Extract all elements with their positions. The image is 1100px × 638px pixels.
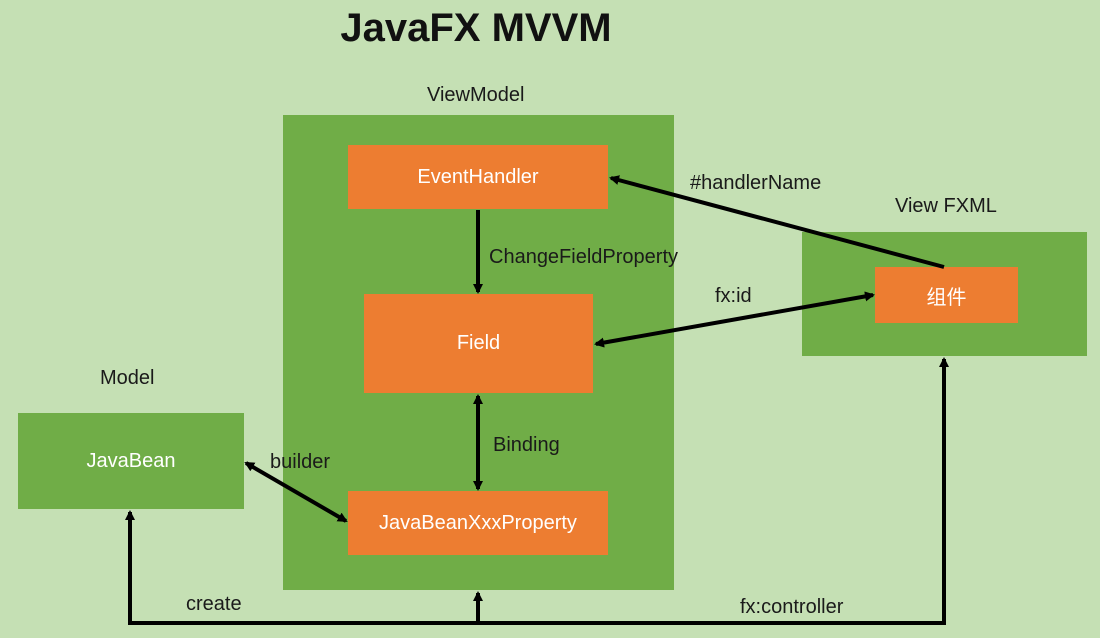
property-label: JavaBeanXxxProperty (379, 511, 577, 534)
event-handler-node: EventHandler (348, 145, 608, 209)
model-label: Model (100, 367, 155, 389)
property-node: JavaBeanXxxProperty (348, 491, 608, 555)
fx-controller-label: fx:controller (740, 596, 844, 618)
viewmodel-label: ViewModel (427, 84, 525, 106)
fx-id-arrow (594, 291, 875, 348)
field-label: Field (456, 332, 501, 354)
view-label: View FXML (895, 195, 997, 217)
diagram-title: JavaFX MVVM (340, 6, 612, 50)
fx-id-label: fx:id (715, 285, 752, 307)
field-node: Field (364, 294, 593, 393)
handler-name-label: #handlerName (690, 172, 822, 194)
component-node: 组件 (875, 267, 1018, 323)
builder-arrow (244, 461, 348, 523)
javabean-label: JavaBean (86, 449, 176, 472)
create-label: create (186, 593, 242, 615)
javabean-node: JavaBean (18, 413, 244, 509)
handler-name-arrow (609, 175, 945, 269)
change-field-label: ChangeFieldProperty (489, 246, 678, 268)
event-handler-label: EventHandler (417, 165, 539, 188)
controller-connector (128, 359, 946, 625)
component-label: 组件 (926, 286, 967, 309)
builder-label: builder (270, 451, 331, 473)
binding-label: Binding (493, 434, 560, 456)
